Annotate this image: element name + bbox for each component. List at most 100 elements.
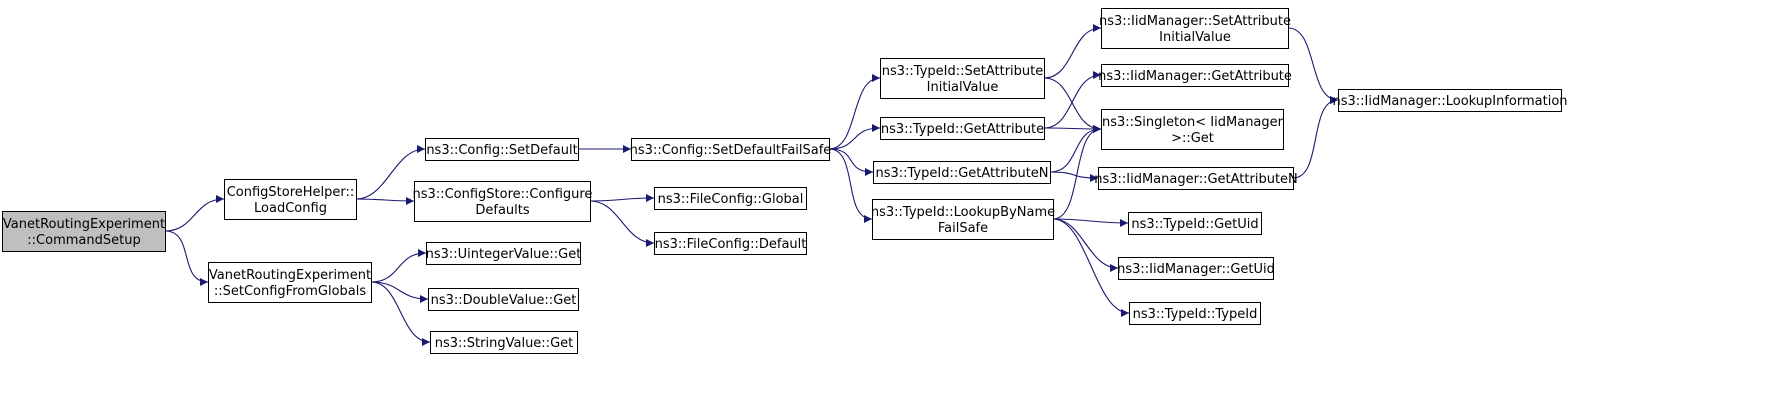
edge-cfg_setdefaultfs-to-tid_setattrinit [828, 74, 881, 150]
node-label: ns3::IidManager::SetAttribute [1099, 14, 1291, 29]
node-label: ns3::Config::SetDefaultFailSafe [630, 143, 832, 158]
node-box [654, 232, 807, 255]
node-tid_typeid[interactable]: ns3::TypeId::TypeId [1129, 302, 1261, 325]
node-uint_get[interactable]: ns3::UintegerValue::Get [426, 242, 582, 265]
node-csh_load[interactable]: ConfigStoreHelper::LoadConfig [224, 179, 357, 220]
node-iid_getuid[interactable]: ns3::IidManager::GetUid [1117, 257, 1275, 280]
edge-cfg_setdefaultfs-to-tid_getattr [828, 124, 881, 150]
node-label: ::CommandSetup [27, 233, 140, 248]
node-box [428, 288, 579, 311]
edge-tid_lookup-to-iid_getuid [1052, 218, 1119, 272]
edge-root-to-csh_load [164, 195, 225, 232]
node-box [414, 181, 591, 222]
node-label: ns3::Singleton< IidManager [1102, 115, 1284, 130]
node-label: ns3::IidManager::GetUid [1117, 262, 1275, 277]
node-box [430, 331, 578, 354]
node-box [880, 117, 1045, 140]
node-box [1101, 64, 1289, 87]
node-label: ns3::Config::SetDefault [426, 143, 577, 158]
edge-vre_setcfg-to-uint_get [370, 249, 427, 283]
edge-cs_configure-to-fc_default [589, 200, 655, 247]
node-box [1098, 167, 1294, 190]
node-singleton_get[interactable]: ns3::Singleton< IidManager >::Get [1101, 109, 1284, 150]
edge-tid_setattrinit-to-singleton_get [1043, 77, 1102, 133]
node-box [224, 179, 357, 220]
node-iid_getattrn[interactable]: ns3::IidManager::GetAttributeN [1094, 167, 1298, 190]
node-label: ns3::TypeId::LookupByName [871, 205, 1055, 220]
node-iid_setattrinit[interactable]: ns3::IidManager::SetAttributeInitialValu… [1099, 8, 1291, 49]
node-cfg_setdefault[interactable]: ns3::Config::SetDefault [425, 138, 579, 161]
node-label: LoadConfig [254, 201, 327, 216]
edge-tid_lookup-to-singleton_get [1052, 125, 1102, 220]
node-iid_getattr[interactable]: ns3::IidManager::GetAttribute [1098, 64, 1292, 87]
edge-tid_lookup-to-tid_getuid [1052, 218, 1129, 227]
node-box [2, 211, 166, 252]
node-box [654, 187, 807, 210]
node-label: ns3::ConfigStore::Configure [413, 187, 593, 202]
node-label: ConfigStoreHelper:: [227, 185, 355, 200]
node-box [1101, 109, 1284, 150]
node-label: ns3::DoubleValue::Get [431, 293, 577, 308]
edge-tid_lookup-to-tid_typeid [1052, 218, 1130, 317]
node-double_get[interactable]: ns3::DoubleValue::Get [428, 288, 579, 311]
edge-root-to-vre_setcfg [164, 230, 209, 286]
node-label: ns3::FileConfig::Global [658, 192, 804, 207]
node-vre_setcfg[interactable]: VanetRoutingExperiment::SetConfigFromGlo… [208, 262, 372, 303]
node-label: FailSafe [938, 221, 988, 236]
node-box [1118, 257, 1274, 280]
node-box [425, 138, 579, 161]
edge-iid_setattrinit-to-iid_lookupinfo [1287, 27, 1339, 104]
node-label: ns3::IidManager::GetAttribute [1098, 69, 1292, 84]
node-box [880, 58, 1045, 99]
node-iid_lookupinfo[interactable]: ns3::IidManager::LookupInformation [1332, 89, 1568, 112]
node-box [208, 262, 372, 303]
node-box [1128, 212, 1262, 235]
edge-csh_load-to-cfg_setdefault [355, 145, 426, 200]
edge-tid_setattrinit-to-iid_setattrinit [1043, 24, 1102, 79]
node-label: InitialValue [1159, 30, 1231, 45]
node-label: ns3::StringValue::Get [435, 336, 573, 351]
edge-cfg_setdefaultfs-to-tid_lookup [828, 148, 873, 223]
node-box [872, 199, 1054, 240]
edge-tid_getattr-to-singleton_get [1043, 124, 1102, 133]
edge-tid_getattrn-to-iid_getattrn [1049, 171, 1099, 182]
node-box [631, 138, 830, 161]
node-label: ns3::FileConfig::Default [655, 237, 807, 252]
node-label: InitialValue [927, 80, 999, 95]
node-label: ns3::IidManager::GetAttributeN [1094, 172, 1298, 187]
node-tid_getattrn[interactable]: ns3::TypeId::GetAttributeN [873, 161, 1051, 184]
node-label: VanetRoutingExperiment [209, 268, 371, 283]
node-box [1338, 89, 1562, 112]
node-label: ns3::TypeId::GetAttributeN [875, 166, 1048, 181]
edge-tid_getattrn-to-singleton_get [1049, 125, 1102, 173]
node-label: VanetRoutingExperiment [3, 217, 165, 232]
node-box [873, 161, 1051, 184]
node-label: >::Get [1171, 131, 1214, 146]
node-string_get[interactable]: ns3::StringValue::Get [430, 331, 578, 354]
node-label: ns3::TypeId::GetAttribute [881, 122, 1044, 137]
node-fc_global[interactable]: ns3::FileConfig::Global [654, 187, 807, 210]
node-fc_default[interactable]: ns3::FileConfig::Default [654, 232, 807, 255]
node-root: VanetRoutingExperiment::CommandSetup [2, 211, 166, 252]
edge-tid_getattr-to-iid_getattr [1043, 71, 1102, 129]
edge-iid_getattrn-to-iid_lookupinfo [1292, 96, 1339, 179]
nodes-layer: VanetRoutingExperiment::CommandSetup Conf… [2, 8, 1568, 354]
node-tid_getuid[interactable]: ns3::TypeId::GetUid [1128, 212, 1262, 235]
edge-cs_configure-to-fc_global [589, 194, 655, 203]
node-label: ::SetConfigFromGlobals [214, 284, 366, 299]
edge-vre_setcfg-to-double_get [370, 281, 429, 303]
node-box [1129, 302, 1261, 325]
node-label: ns3::UintegerValue::Get [426, 247, 582, 262]
node-label: ns3::TypeId::SetAttribute [882, 64, 1044, 79]
edge-cfg_setdefaultfs-to-tid_getattrn [828, 148, 874, 176]
node-label: ns3::IidManager::LookupInformation [1332, 94, 1567, 109]
node-label: ns3::TypeId::GetUid [1131, 217, 1258, 232]
edge-csh_load-to-cs_configure [355, 196, 415, 205]
node-tid_getattr[interactable]: ns3::TypeId::GetAttribute [880, 117, 1045, 140]
node-label: Defaults [475, 203, 529, 218]
node-cfg_setdefaultfs[interactable]: ns3::Config::SetDefaultFailSafe [630, 138, 832, 161]
